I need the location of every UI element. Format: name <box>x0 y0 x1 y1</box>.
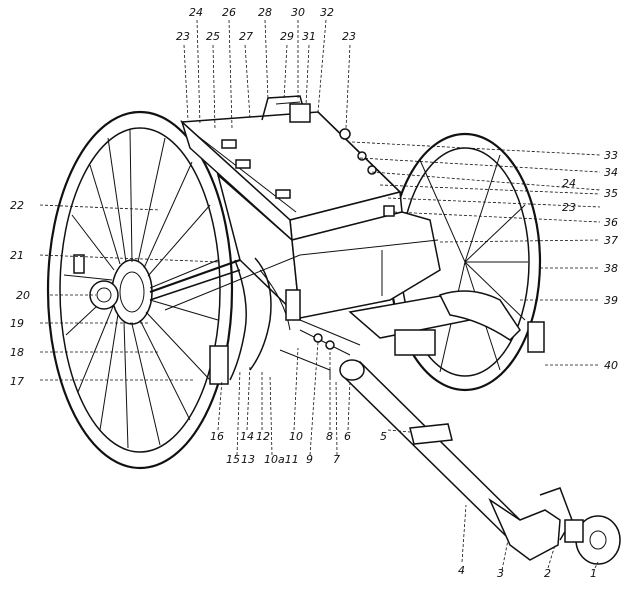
label-17: 17 <box>10 375 24 388</box>
label-12: 12 <box>256 430 270 443</box>
label-20: 20 <box>16 289 30 302</box>
label-9: 9 <box>306 453 313 466</box>
label-23-top-right: 23 <box>342 30 356 43</box>
label-23-right: 23 <box>562 201 576 214</box>
label-27-top: 27 <box>239 30 253 43</box>
label-1: 1 <box>590 567 597 580</box>
label-25: 25 <box>206 30 220 43</box>
label-21: 21 <box>10 249 24 262</box>
label-16: 16 <box>210 430 224 443</box>
label-37-right: 37 <box>604 234 618 247</box>
label-5: 5 <box>380 430 387 443</box>
label-23-top-left: 23 <box>176 30 190 43</box>
label-18: 18 <box>10 346 24 359</box>
label-38: 38 <box>604 262 618 275</box>
label-29: 29 <box>280 30 294 43</box>
label-10: 10 <box>289 430 303 443</box>
label-14: 14 <box>240 430 254 443</box>
part-labels: 1 2 3 4 5 6 7 8 9 10 10a11 12 13 14 15 1… <box>10 6 618 580</box>
label-3: 3 <box>497 567 504 580</box>
axle-frame <box>149 254 545 385</box>
label-36: 36 <box>604 216 618 229</box>
label-13: 13 <box>241 453 255 466</box>
label-24-top: 24 <box>189 6 203 19</box>
label-33: 33 <box>604 149 618 162</box>
label-32: 32 <box>320 6 334 19</box>
label-15: 15 <box>226 453 240 466</box>
label-8: 8 <box>326 430 333 443</box>
label-24-right: 24 <box>562 177 576 190</box>
label-40: 40 <box>604 359 618 372</box>
label-34: 34 <box>604 166 618 179</box>
label-31: 31 <box>302 30 316 43</box>
label-2: 2 <box>544 567 551 580</box>
left-wheel <box>46 110 234 470</box>
label-7: 7 <box>333 453 340 466</box>
label-26: 26 <box>222 6 236 19</box>
label-28: 28 <box>258 6 272 19</box>
label-6: 6 <box>344 430 351 443</box>
label-19: 19 <box>10 317 24 330</box>
label-10a11: 10a11 <box>264 453 299 466</box>
label-22: 22 <box>10 199 24 212</box>
label-4: 4 <box>458 564 465 577</box>
label-35: 35 <box>604 187 618 200</box>
trail-pole <box>339 359 621 565</box>
label-30: 30 <box>291 6 305 19</box>
ammunition-box <box>180 95 441 320</box>
label-39: 39 <box>604 294 618 307</box>
leader-lines <box>39 19 601 571</box>
